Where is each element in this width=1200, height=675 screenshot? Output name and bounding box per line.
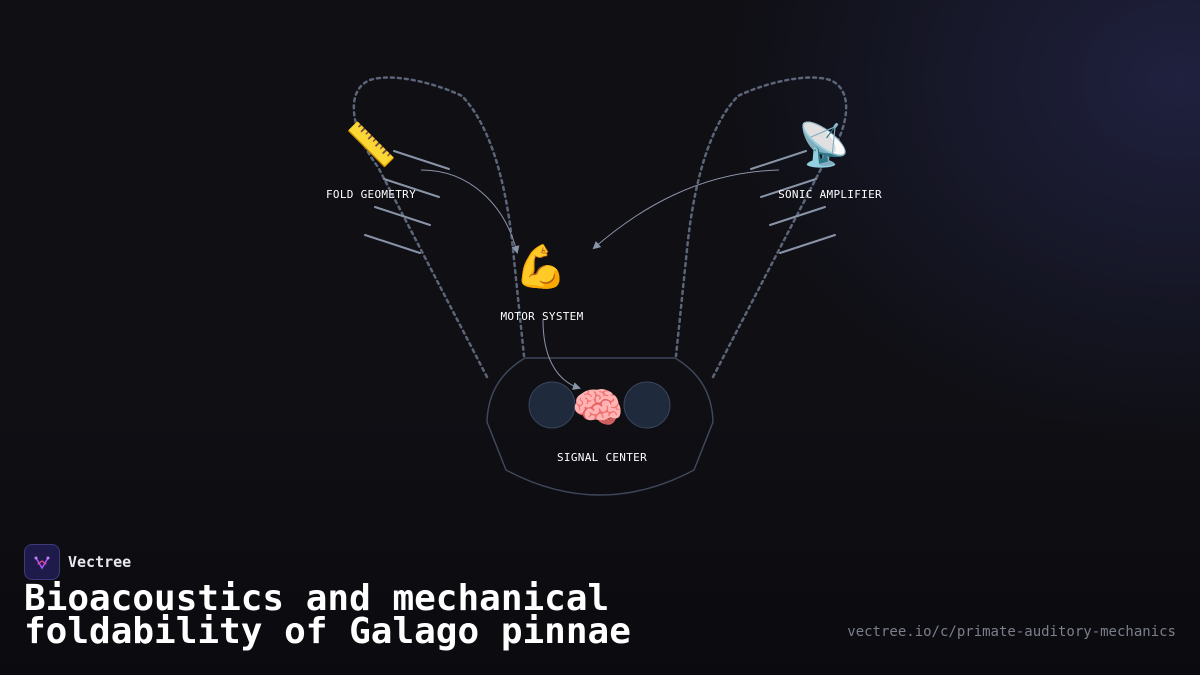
brand: Vectree bbox=[24, 544, 131, 580]
satellite-dish-icon: 📡 bbox=[797, 120, 851, 169]
page-title: Bioacoustics and mechanical foldability … bbox=[24, 578, 631, 652]
left-ear-outline bbox=[352, 76, 526, 379]
arrow-motor-to-signal bbox=[542, 319, 581, 390]
head-outline bbox=[486, 357, 714, 496]
arrow-sonic-to-motor bbox=[592, 169, 780, 250]
right-ear-outline bbox=[674, 76, 848, 379]
sonic-amplifier-label: SONIC AMPLIFIER bbox=[778, 188, 882, 201]
flexed-biceps-icon: 💪 bbox=[514, 242, 568, 291]
left-fold-ridges bbox=[364, 150, 450, 254]
arrow-fold-to-motor bbox=[420, 169, 520, 254]
vectree-logo-icon bbox=[24, 544, 60, 580]
brand-name: Vectree bbox=[68, 553, 132, 571]
right-eye-circle bbox=[623, 381, 671, 429]
left-eye-circle bbox=[528, 381, 576, 429]
source-url[interactable]: vectree.io/c/primate-auditory-mechanics bbox=[847, 624, 1176, 640]
ruler-icon: 📏 bbox=[344, 120, 398, 169]
motor-system-label: MOTOR SYSTEM bbox=[500, 310, 584, 323]
signal-center-label: SIGNAL CENTER bbox=[557, 451, 647, 464]
fold-geometry-label: FOLD GEOMETRY bbox=[326, 188, 416, 201]
right-fold-ridges bbox=[750, 150, 836, 254]
brain-icon: 🧠 bbox=[571, 383, 625, 432]
